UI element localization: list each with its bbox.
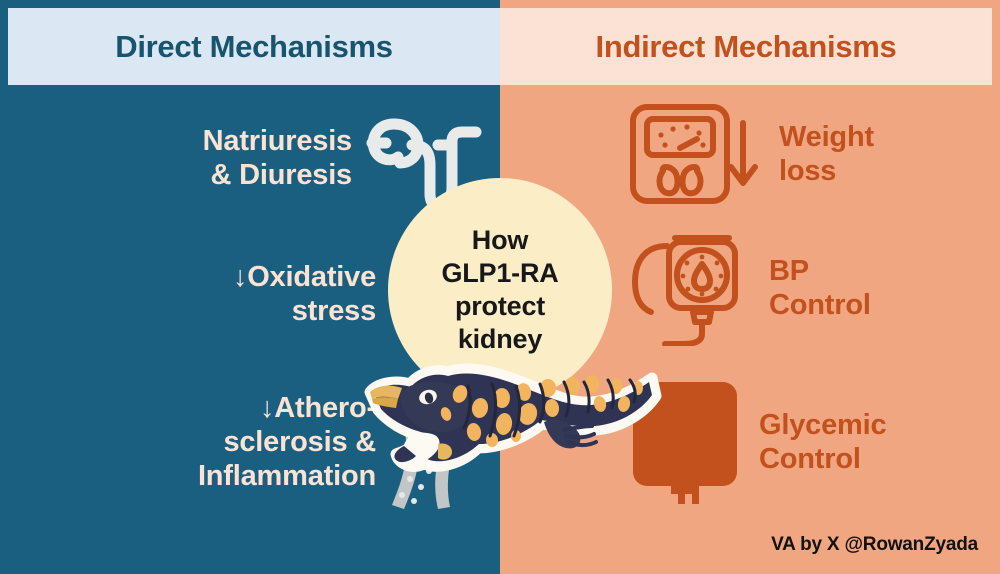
item-bp-control: BP Control	[625, 228, 995, 348]
weight-scale-down-arrow-icon	[625, 99, 765, 209]
direct-mechanisms-banner: Direct Mechanisms	[8, 8, 500, 85]
indirect-mechanisms-banner: Indirect Mechanisms	[500, 8, 992, 85]
indirect-mechanisms-title: Indirect Mechanisms	[595, 28, 897, 64]
item-natriuresis-diuresis: Natriuresis & Diuresis	[14, 96, 484, 220]
oxidative-stress-label: ↓Oxidative stress	[232, 260, 376, 327]
gila-monster-lizard-illustration	[352, 352, 662, 497]
atherosclerosis-inflammation-label: ↓Athero- sclerosis & Inflammation	[197, 391, 376, 493]
item-weight-loss: Weight loss	[625, 94, 995, 214]
credit-attribution: VA by X @RowanZyada	[771, 534, 978, 555]
central-question-text: How GLP1-RA protect kidney	[441, 225, 559, 354]
glycemic-control-label: Glycemic Control	[759, 408, 887, 475]
glucometer-icon	[625, 374, 745, 510]
natriuresis-diuresis-label: Natriuresis & Diuresis	[202, 124, 353, 191]
item-glycemic-control: Glycemic Control	[625, 372, 995, 512]
bp-control-label: BP Control	[769, 254, 871, 321]
weight-loss-label: Weight loss	[779, 120, 874, 187]
central-question-circle: How GLP1-RA protect kidney	[388, 178, 612, 402]
blood-pressure-monitor-icon	[625, 230, 755, 346]
direct-mechanisms-title: Direct Mechanisms	[115, 28, 393, 64]
